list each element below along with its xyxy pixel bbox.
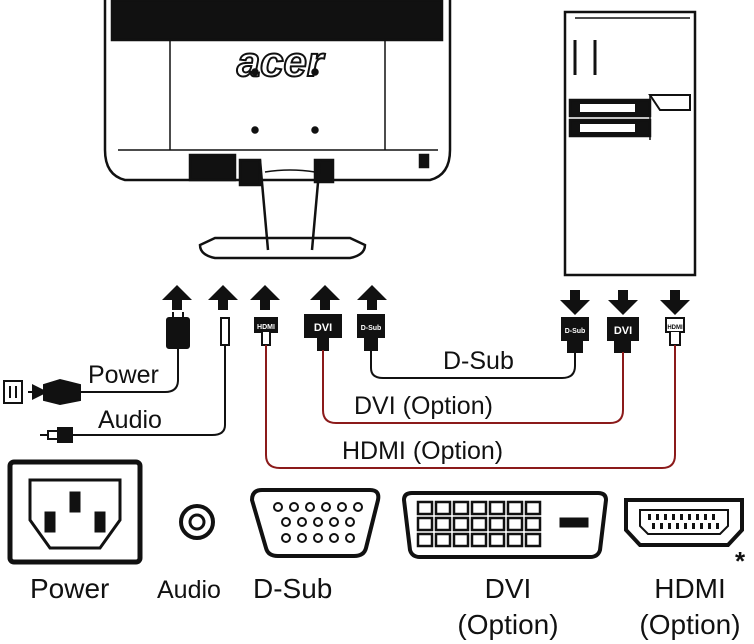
dsub-cable (370, 350, 576, 379)
cable-label-audio: Audio (98, 406, 162, 434)
audio-plug-end (40, 427, 73, 443)
port-label-dsub: D-Sub (253, 573, 332, 604)
monitor-rear: acer (103, 0, 452, 260)
port-label-power: Power (30, 573, 109, 604)
computer-tower (563, 10, 697, 277)
computer-plugs (561, 317, 685, 353)
computer-output-arrows (560, 290, 690, 315)
port-note-hdmi: (Option) (639, 609, 740, 640)
dvi-cable (322, 350, 624, 424)
power-plug-end (3, 378, 81, 406)
port-audio (179, 504, 215, 540)
port-label-hdmi: HDMI (654, 573, 726, 604)
cable-label-power: Power (88, 361, 159, 389)
brand-logo: acer (237, 38, 326, 85)
monitor-plugs (166, 312, 385, 351)
port-dsub (249, 488, 381, 558)
audio-cable (70, 345, 226, 436)
cables (70, 345, 676, 469)
pc-plug-tag-hdmi: HDMI (667, 325, 683, 331)
pc-plug-tag-dsub: D-Sub (565, 328, 586, 335)
cable-label-dvi: DVI (Option) (354, 392, 493, 420)
port-power (7, 459, 143, 565)
port-note-dvi: (Option) (457, 609, 558, 640)
plug-tag-hdmi: HDMI (257, 324, 275, 331)
port-dvi (401, 491, 609, 559)
plug-tag-dvi: DVI (314, 322, 332, 334)
monitor-input-arrows (162, 285, 387, 310)
port-label-audio: Audio (157, 576, 221, 604)
port-mark-hdmi: * (735, 546, 746, 576)
pc-plug-tag-dvi: DVI (614, 325, 632, 337)
hdmi-cable (265, 345, 676, 469)
port-label-dvi: DVI (485, 573, 532, 604)
power-cable (80, 348, 179, 393)
cable-label-hdmi: HDMI (Option) (342, 437, 503, 465)
plug-tag-dsub: D-Sub (361, 325, 382, 332)
port-hdmi (624, 498, 744, 547)
cable-label-dsub: D-Sub (443, 347, 514, 375)
